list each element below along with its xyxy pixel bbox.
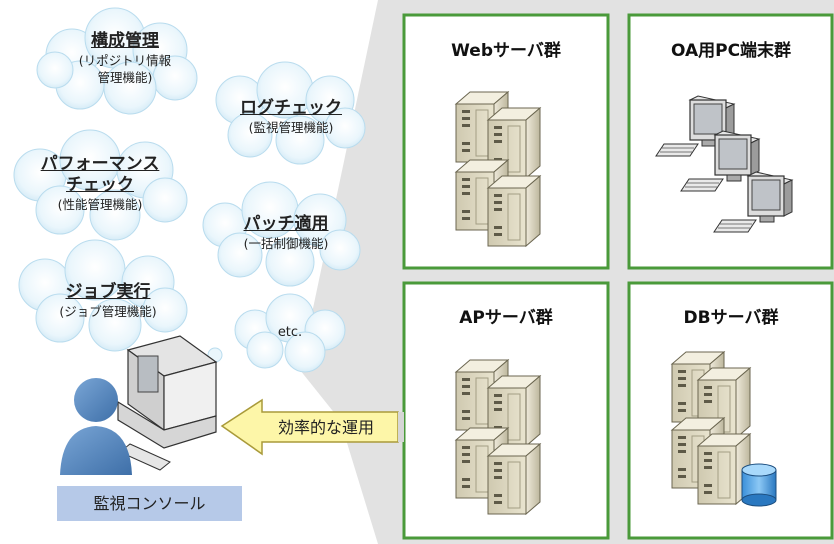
job-sub: (ジョブ管理機能) (59, 304, 157, 319)
efficient-operation-label: 効率的な運用 (277, 418, 374, 437)
web-server-rack-icon (455, 91, 541, 247)
database-cylinder-icon (741, 463, 777, 507)
cloud-patch-apply (202, 181, 361, 287)
log-check-sub: (監視管理機能) (248, 120, 334, 135)
web-server-group-title: Webサーバ群 (451, 41, 561, 61)
cloud-etc (234, 293, 346, 373)
efficient-operation-arrow (220, 398, 404, 456)
log-check-title: ログチェック (240, 98, 342, 118)
patch-title: パッチ適用 (243, 214, 329, 234)
cloud-performance-check (13, 129, 188, 241)
monitoring-console-label: 監視コンソール (93, 494, 206, 513)
config-management-sub-2: 管理機能) (97, 70, 153, 85)
ap-server-group-title: APサーバ群 (459, 308, 553, 328)
cloud-job-execution (18, 239, 188, 352)
monitoring-console-badge: 監視コンソール (57, 486, 242, 521)
cloud-config-management (36, 7, 198, 115)
cloud-etc-text: etc. (250, 324, 330, 341)
job-title: ジョブ実行 (65, 282, 151, 302)
console-computer-icon (117, 335, 218, 471)
performance-title: パフォーマンス (40, 154, 160, 174)
patch-sub: (一括制御機能) (243, 236, 329, 251)
db-server-icon (671, 351, 751, 505)
db-server-group-title: DBサーバ群 (683, 308, 779, 328)
cloud-patch-text: パッチ適用 (一括制御機能) (206, 214, 366, 252)
config-management-title: 構成管理 (91, 31, 159, 51)
cloud-job-text: ジョブ実行 (ジョブ管理機能) (28, 282, 188, 320)
cloud-log-check-text: ログチェック (監視管理機能) (211, 98, 371, 136)
cloud-log-check (215, 61, 366, 165)
cloud-performance-text: パフォーマンス チェック (性能管理機能) (20, 154, 180, 213)
oa-pc-group-title: OA用PC端末群 (670, 41, 792, 61)
operator-person-icon (60, 378, 132, 475)
performance-sub: (性能管理機能) (57, 197, 143, 212)
performance-title-2: チェック (66, 175, 134, 195)
cloud-config-management-text: 構成管理 (リポジトリ情報 管理機能) (45, 31, 205, 86)
config-management-sub-1: (リポジトリ情報 (78, 53, 172, 68)
etc-label: etc. (277, 325, 303, 340)
ap-server-rack-icon (455, 359, 541, 515)
